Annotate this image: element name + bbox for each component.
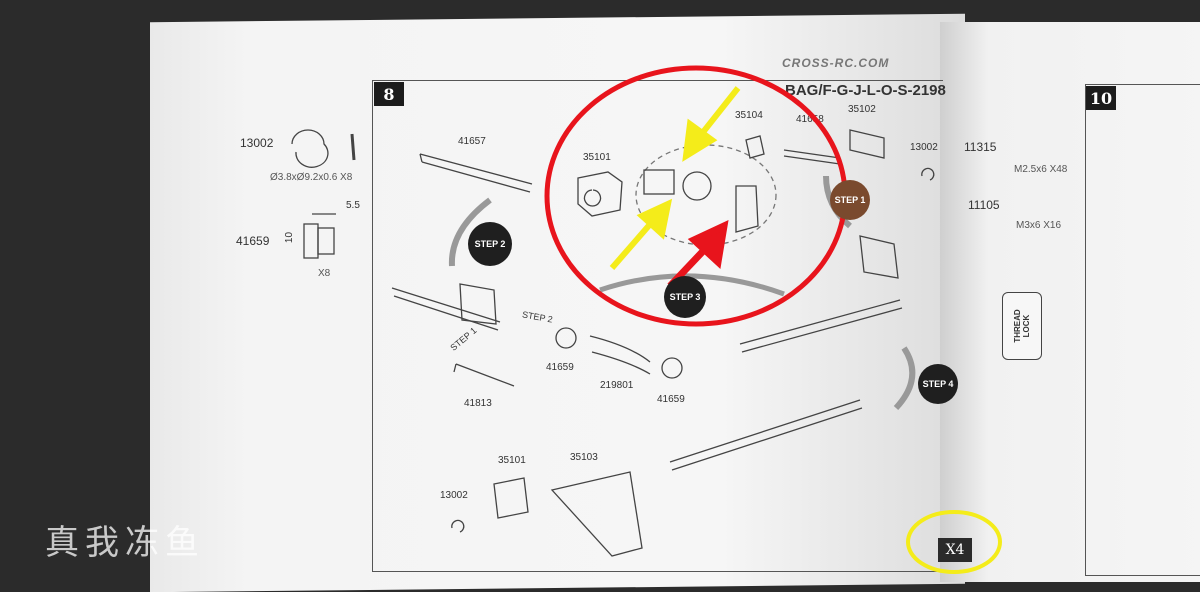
legend-spec-11315: M2.5x6 X48 (1014, 164, 1068, 175)
part-label-35101-top: 35101 (583, 152, 611, 163)
bushing-drawing (303, 223, 319, 259)
step-3-badge: STEP 3 (664, 276, 706, 318)
e-clip-drawing (291, 129, 329, 168)
legend-code-13002: 13002 (240, 136, 274, 150)
zoom-part-b (735, 185, 759, 233)
multiplier-x4: X4 (938, 538, 972, 562)
legend-qty-41659: X8 (318, 268, 331, 279)
photo-stage: 8 10 CROSS-RC.COM BAG/F-G-J-L-O-S-2198 1… (45, 13, 1200, 592)
part-label-41657: 41657 (458, 136, 486, 147)
part-label-35102: 35102 (848, 104, 876, 115)
thread-lock-bottle: THREAD LOCK (1002, 292, 1042, 360)
step-4-badge: STEP 4 (918, 364, 958, 404)
step4-curve-arrow (893, 346, 916, 411)
assembly-bottom (669, 399, 863, 471)
legend-code-11105: 11105 (968, 198, 1000, 212)
next-step-number-box: 10 (1086, 86, 1116, 110)
step-2-badge: STEP 2 (468, 222, 512, 266)
assembly-drawing (291, 65, 1002, 574)
zoom-part-a (643, 169, 675, 195)
arm-35103 (550, 471, 643, 557)
step-number-box: 8 (374, 82, 404, 106)
boot-219801 (589, 335, 651, 375)
part-label-41813: 41813 (464, 398, 492, 409)
part-label-41658: 41658 (796, 114, 824, 125)
step-8-frame (372, 80, 943, 572)
part-label-35104: 35104 (735, 110, 763, 121)
mount-35101-bottom (493, 477, 529, 519)
shaft-41657 (419, 153, 533, 193)
pin-drawing (350, 133, 356, 161)
watermark: 真我冻鱼 (45, 523, 205, 563)
brand-logo: CROSS-RC.COM (782, 56, 890, 70)
part-35104 (745, 135, 765, 159)
part-label-35101-bottom: 35101 (498, 455, 526, 466)
manual-right-page (940, 22, 1200, 582)
part-label-35103: 35103 (570, 452, 598, 463)
legend-spec-13002: Ø3.8xØ9.2x0.6 X8 (270, 172, 353, 183)
pin-41813 (453, 363, 515, 387)
shaft-assembly-step2 (391, 287, 501, 331)
step2-curve-arrow (448, 197, 492, 267)
clip-13002-bottom (451, 519, 465, 533)
legend-code-41659: 41659 (236, 234, 270, 248)
mount-right-mid (859, 235, 899, 279)
yellow-x4-circle (906, 510, 1002, 574)
part-label-219801: 219801 (600, 380, 634, 391)
legend-dim-a: 5.5 (346, 200, 360, 211)
part-label-41659-a: 41659 (546, 362, 574, 373)
legend-code-11315: 11315 (964, 140, 997, 154)
shaft-41658 (783, 149, 841, 165)
bushing-41659-a (555, 327, 577, 349)
bag-label: BAG/F-G-J-L-O-S-2198 (785, 82, 946, 99)
mount-35101-top (577, 171, 623, 217)
step-1-badge: STEP 1 (830, 180, 870, 220)
bushing-41659-b (661, 357, 683, 379)
part-label-41659-b: 41659 (657, 394, 685, 405)
clip-13002-top (921, 167, 935, 181)
assembly-right-mid (739, 299, 903, 353)
part-label-13002-top: 13002 (910, 142, 938, 153)
mount-35102 (849, 129, 885, 159)
legend-spec-11105: M3x6 X16 (1016, 220, 1062, 231)
mount-step2 (459, 283, 497, 325)
yellow-arrows (609, 86, 741, 270)
part-label-13002-bottom: 13002 (440, 490, 468, 501)
